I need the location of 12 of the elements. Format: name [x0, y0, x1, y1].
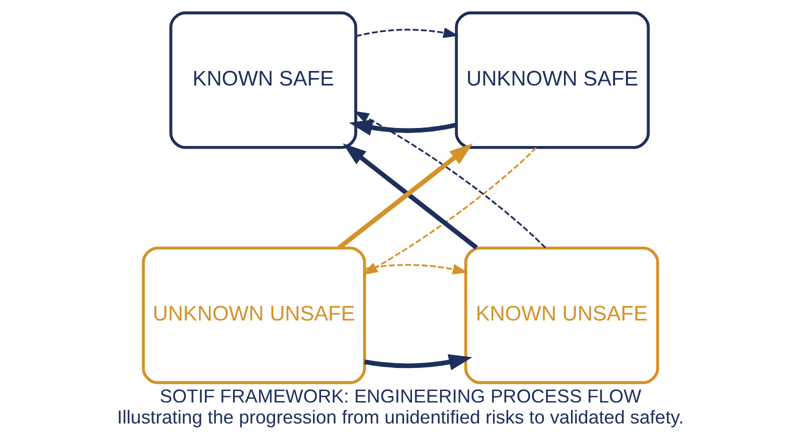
caption: Illustrating the progression from unidentified risks to validated safety. — [116, 406, 684, 428]
node-box: UNKNOWN UNSAFE — [141, 246, 366, 384]
arrow — [353, 111, 546, 248]
arrow — [348, 120, 456, 136]
arrow — [355, 28, 458, 38]
arrow — [364, 264, 468, 274]
node-box: KNOWN SAFE — [168, 11, 357, 149]
node-box: UNKNOWN SAFE — [454, 11, 650, 149]
arrow — [364, 354, 472, 370]
node-box: KNOWN UNSAFE — [464, 246, 659, 384]
diagram-title: SOTIF FRAMEWORK: ENGINEERING PROCESS FLOW — [159, 385, 641, 406]
arrow — [362, 147, 536, 275]
